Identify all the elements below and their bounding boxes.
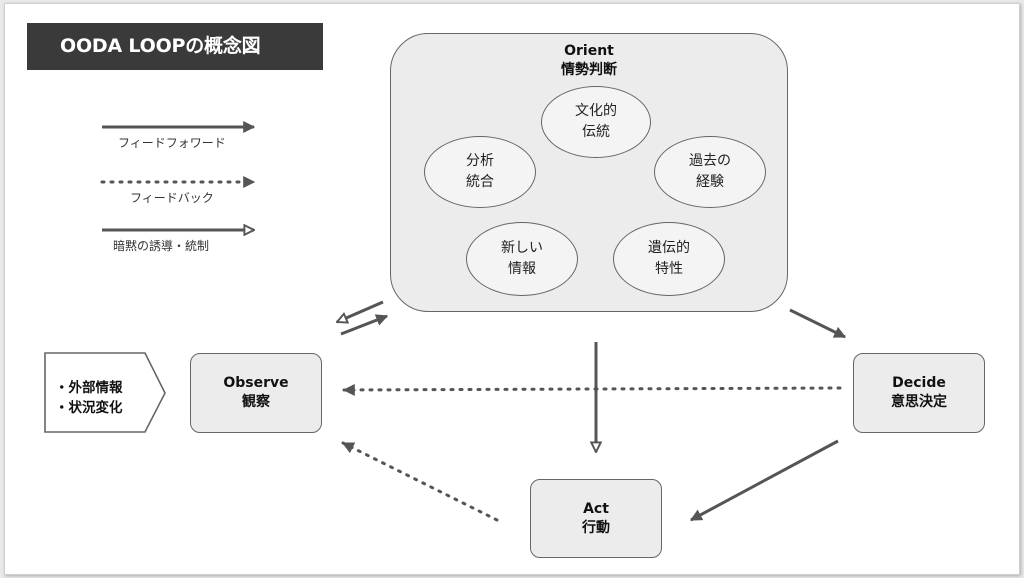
act-title: Act	[583, 500, 609, 517]
orient-factor-past-line2: 経験	[696, 174, 724, 190]
orient-factor-culture-line2: 伝統	[582, 124, 610, 140]
orient-factor-analysis-line1: 分析	[466, 153, 494, 169]
orient-factor-past: 過去の 経験	[654, 136, 766, 208]
orient-factor-genetic-line2: 特性	[655, 261, 683, 277]
input-item-situation-change: ・状況変化	[55, 400, 123, 416]
orient-factor-new-info-line1: 新しい	[501, 240, 543, 256]
observe-to-orient-arrow	[340, 314, 389, 336]
input-item-external-info: ・外部情報	[55, 380, 123, 396]
orient-factor-new-info-line2: 情報	[508, 261, 536, 277]
act-subtitle: 行動	[582, 519, 610, 536]
orient-factor-analysis-line2: 統合	[466, 174, 494, 190]
act-box: Act 行動	[530, 479, 662, 558]
decide-box: Decide 意思決定	[853, 353, 985, 433]
legend-implicit-label: 暗黙の誘導・統制	[113, 239, 210, 253]
orient-to-decide-arrow	[789, 308, 847, 339]
orient-factor-past-line1: 過去の	[689, 153, 731, 169]
orient-factor-genetic-line1: 遺伝的	[648, 240, 690, 256]
orient-factor-culture-line1: 文化的	[575, 103, 617, 119]
legend-feedforward-label: フィードフォワード	[118, 136, 226, 150]
orient-factor-culture: 文化的 伝統	[541, 86, 651, 158]
input-list: ・外部情報 ・状況変化	[55, 378, 123, 418]
orient-factor-genetic: 遺伝的 特性	[613, 222, 725, 296]
decide-to-act-arrow	[689, 439, 839, 522]
legend-feedback-label: フィードバック	[130, 191, 214, 205]
orient-factor-new-info: 新しい 情報	[466, 222, 578, 296]
page-title: OODA LOOPの概念図	[27, 23, 323, 70]
input-arrow-shape	[44, 352, 166, 433]
orient-factor-analysis: 分析 統合	[424, 136, 536, 208]
observe-box: Observe 観察	[190, 353, 322, 433]
observe-subtitle: 観察	[242, 394, 270, 410]
orient-title: Orient	[564, 43, 614, 59]
observe-title: Observe	[223, 375, 289, 391]
decide-to-observe-feedback-arrow	[342, 383, 842, 396]
act-to-observe-feedback-arrow	[341, 441, 499, 522]
decide-title: Decide	[892, 375, 946, 391]
orient-subtitle: 情勢判断	[561, 62, 617, 78]
decide-subtitle: 意思決定	[891, 394, 947, 410]
orient-to-observe-implicit-arrow	[337, 300, 384, 322]
